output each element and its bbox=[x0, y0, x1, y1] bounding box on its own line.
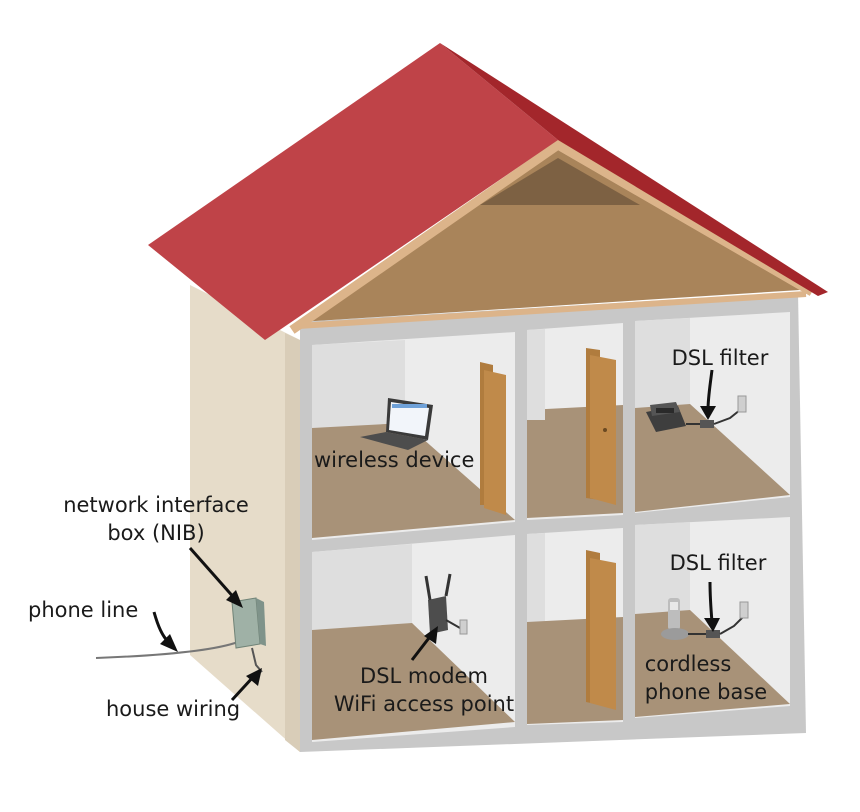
label-nib-line2: box (NIB) bbox=[107, 521, 204, 545]
label-phone-line: phone line bbox=[28, 598, 138, 622]
room-bottom-left bbox=[312, 535, 515, 742]
arrow-dsl-filter-top bbox=[700, 369, 716, 420]
arrow-house-wiring bbox=[230, 668, 262, 702]
label-nib-line1: network interface bbox=[63, 493, 249, 517]
cordless-phone-icon bbox=[661, 598, 689, 640]
roof-side bbox=[440, 43, 828, 296]
wall-jack-top-icon bbox=[737, 395, 747, 413]
label-cordless-line1: cordless bbox=[645, 652, 732, 676]
dsl-filter-top-icon bbox=[686, 409, 741, 428]
dsl-filter-bottom-icon bbox=[688, 615, 745, 638]
label-dsl-filter-bottom: DSL filter bbox=[670, 551, 767, 575]
label-wireless-device: wireless device bbox=[314, 448, 474, 472]
label-dsl-modem-line1: DSL modem bbox=[360, 664, 488, 688]
arrow-dsl-modem bbox=[410, 626, 438, 661]
nib-box-icon bbox=[231, 597, 266, 649]
wall-jack-bottom-icon bbox=[739, 601, 749, 619]
arrow-dsl-filter-bottom bbox=[704, 581, 720, 632]
gable-trim bbox=[289, 139, 815, 334]
laptop-icon bbox=[360, 398, 433, 450]
house-side-wall bbox=[190, 285, 300, 752]
attic-shadow bbox=[480, 158, 640, 205]
label-house-wiring: house wiring bbox=[106, 697, 240, 721]
house-side-wall-shade bbox=[285, 333, 300, 752]
room-top-middle bbox=[527, 323, 623, 520]
arrow-phone-line bbox=[152, 611, 178, 652]
arrow-nib bbox=[188, 547, 243, 608]
room-bottom-middle bbox=[527, 528, 623, 725]
label-cordless-line2: phone base bbox=[645, 680, 767, 704]
gable-base-trim bbox=[297, 291, 807, 329]
label-dsl-modem-line2: WiFi access point bbox=[334, 692, 514, 716]
wall-jack-modem-icon bbox=[459, 619, 468, 635]
desk-phone-icon bbox=[646, 402, 686, 432]
attic-gable bbox=[300, 150, 800, 322]
room-top-right bbox=[635, 312, 790, 513]
phone-line bbox=[95, 641, 239, 659]
roof-front bbox=[148, 43, 558, 340]
label-dsl-filter-top: DSL filter bbox=[672, 346, 769, 370]
